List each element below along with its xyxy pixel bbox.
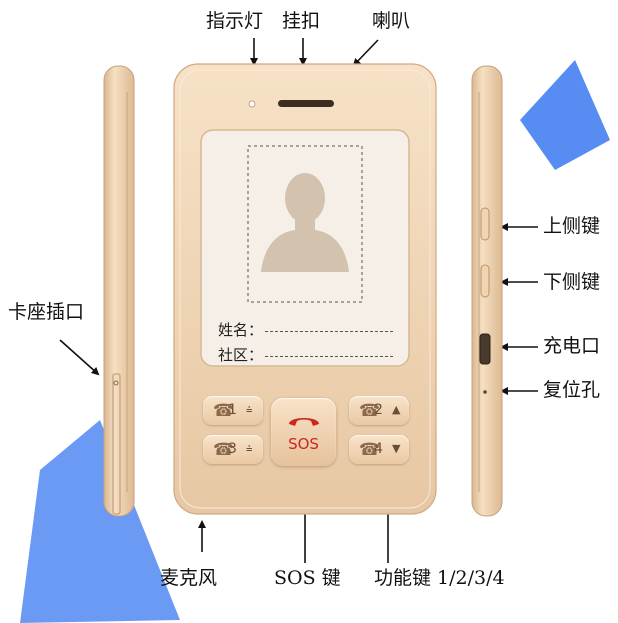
community-label: 社区： bbox=[218, 346, 264, 364]
label-charge-port: 充电口 bbox=[543, 335, 601, 357]
phone-front-body bbox=[173, 63, 437, 515]
phone-handset-icon: ☎ bbox=[359, 401, 381, 421]
label-indicator: 指示灯 bbox=[206, 10, 264, 32]
phone-handset-icon: ☎ bbox=[213, 401, 235, 421]
arrow-down-icon: ▼ bbox=[392, 442, 401, 455]
label-card-slot: 卡座插口 bbox=[8, 301, 85, 323]
reset-hole bbox=[483, 390, 487, 394]
label-sos-key: SOS 键 bbox=[274, 567, 341, 589]
label-lower-side-key: 下侧键 bbox=[543, 271, 601, 293]
speaker-grille bbox=[278, 100, 334, 107]
function-key-1[interactable]: ☎ 1 ⩮ bbox=[203, 396, 263, 425]
upper-side-key bbox=[480, 207, 490, 241]
indicator-light bbox=[248, 100, 256, 108]
arrow-speaker bbox=[352, 39, 379, 67]
phone-handset-icon: ☎ bbox=[213, 440, 235, 460]
name-field-row: 姓名： bbox=[218, 319, 394, 340]
label-hook: 挂扣 bbox=[282, 10, 321, 32]
volume-down-icon: ⩮ bbox=[246, 442, 253, 455]
label-function-keys: 功能键 1/2/3/4 bbox=[374, 567, 505, 589]
label-speaker: 喇叭 bbox=[372, 10, 411, 32]
sos-label: SOS bbox=[288, 435, 319, 453]
arrow-card-slot bbox=[59, 339, 100, 376]
label-upper-side-key: 上侧键 bbox=[543, 215, 601, 237]
phone-handset-icon: ☎ bbox=[359, 440, 381, 460]
phone-left-side-view bbox=[103, 65, 135, 517]
hang-up-phone-icon bbox=[289, 418, 319, 426]
lower-side-key bbox=[480, 264, 490, 298]
function-key-3[interactable]: ☎ 3 ⩮ bbox=[203, 435, 263, 464]
person-silhouette bbox=[261, 173, 349, 272]
name-label: 姓名： bbox=[218, 321, 264, 339]
sos-button[interactable]: SOS bbox=[271, 398, 336, 466]
card-slot bbox=[112, 373, 121, 515]
function-key-4[interactable]: ☎ 4 ▼ bbox=[349, 435, 409, 464]
community-field-row: 社区： bbox=[218, 344, 394, 365]
photo-frame bbox=[247, 145, 363, 303]
label-microphone: 麦克风 bbox=[160, 567, 218, 589]
phone-right-side-view bbox=[471, 65, 503, 517]
label-reset-hole: 复位孔 bbox=[543, 379, 601, 401]
function-key-2[interactable]: ☎ 2 ▲ bbox=[349, 396, 409, 425]
volume-up-icon: ⩮ bbox=[246, 403, 253, 416]
charge-port bbox=[479, 333, 491, 365]
arrow-up-icon: ▲ bbox=[392, 403, 401, 416]
